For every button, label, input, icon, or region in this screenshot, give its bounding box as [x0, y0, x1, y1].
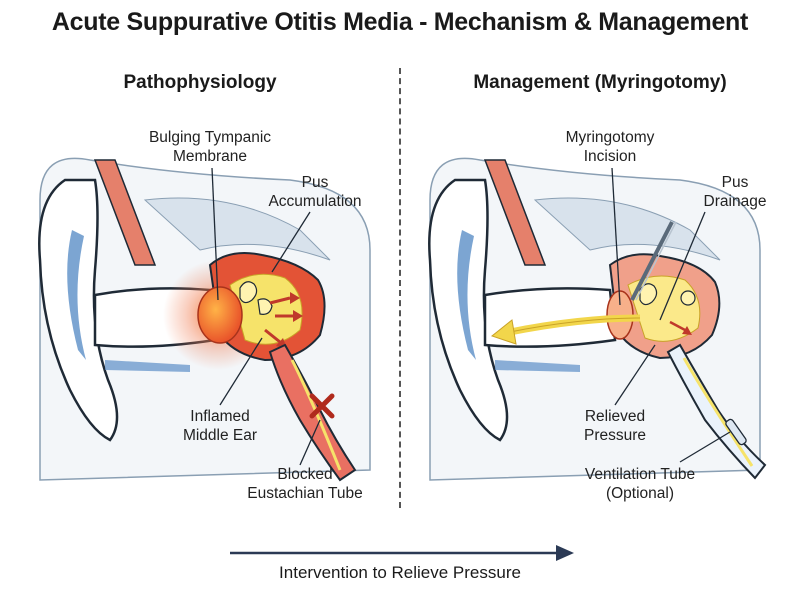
label-inflamed-middle-ear: Inflamed Middle Ear [150, 407, 290, 445]
right-leader-lines [611, 167, 731, 463]
label-ventilation-tube: Ventilation Tube (Optional) [555, 465, 725, 503]
panel-heading-pathophysiology: Pathophysiology [123, 72, 277, 93]
label-line: Blocked [277, 466, 333, 483]
label-pus-accumulation: Pus Accumulation [245, 173, 385, 211]
intervention-arrow [230, 545, 574, 561]
label-line: Accumulation [268, 193, 362, 210]
right-ear-drawing [428, 157, 767, 481]
panel-heading-management: Management (Myringotomy) [473, 72, 727, 93]
label-line: Membrane [172, 148, 248, 165]
label-line: Drainage [703, 193, 767, 210]
intervention-caption: Intervention to Relieve Pressure [279, 563, 521, 582]
label-pus-drainage: Pus Drainage [680, 173, 790, 211]
label-bulging-tympanic-membrane: Bulging Tympanic Membrane [120, 128, 300, 166]
label-line: (Optional) [605, 485, 675, 502]
label-line: Pus [721, 174, 749, 191]
left-ear-drawing [38, 157, 371, 482]
label-line: Inflamed [190, 408, 250, 425]
label-line: Eustachian Tube [247, 485, 363, 502]
label-line: Myringotomy [565, 129, 655, 146]
left-leader-lines [211, 167, 321, 466]
label-line: Pressure [583, 427, 647, 444]
label-blocked-eustachian-tube: Blocked Eustachian Tube [220, 465, 390, 503]
diagram-title: Acute Suppurative Otitis Media - Mechani… [51, 8, 749, 36]
panel-divider [399, 68, 401, 508]
label-line: Middle Ear [182, 427, 258, 444]
label-relieved-pressure: Relieved Pressure [555, 407, 675, 445]
label-myringotomy-incision: Myringotomy Incision [535, 128, 685, 166]
label-line: Pus [301, 174, 329, 191]
label-line: Relieved [584, 408, 646, 425]
label-line: Ventilation Tube [584, 466, 696, 483]
label-line: Incision [583, 148, 637, 165]
label-line: Bulging Tympanic [148, 129, 272, 146]
